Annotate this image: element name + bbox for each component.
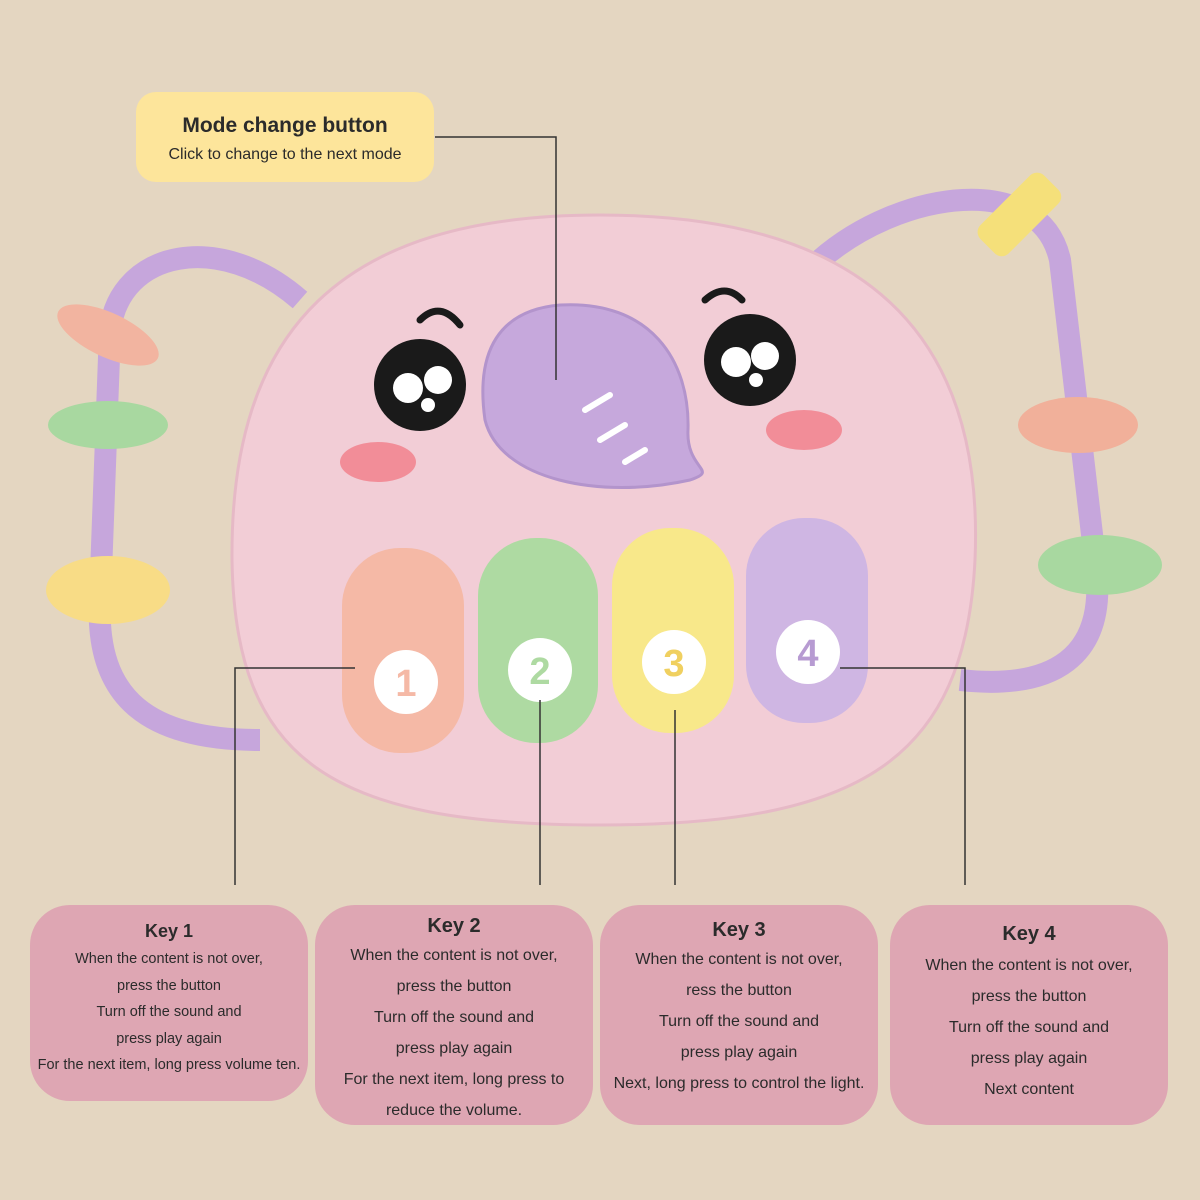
- key-2-description: Key 2 When the content is not over, pres…: [315, 905, 593, 1125]
- key-title: Key 3: [712, 919, 766, 941]
- key-line: ress the button: [686, 982, 792, 999]
- svg-text:2: 2: [529, 651, 550, 693]
- key-button-3[interactable]: 3: [612, 528, 734, 733]
- key-4-description: Key 4 When the content is not over, pres…: [890, 905, 1168, 1125]
- key-line: press the button: [396, 978, 512, 995]
- mode-change-button[interactable]: [481, 303, 704, 489]
- right-cheek: [766, 410, 842, 450]
- key-line: Next content: [984, 1081, 1074, 1098]
- key-line: press play again: [970, 1050, 1088, 1067]
- key-line: For the next item, long press to: [343, 1071, 565, 1088]
- key-line: When the content is not over,: [350, 947, 558, 964]
- key-line: Turn off the sound and: [373, 1009, 535, 1026]
- svg-text:4: 4: [797, 633, 818, 675]
- left-cheek: [340, 442, 416, 482]
- key-line: reduce the volume.: [385, 1102, 523, 1119]
- key-line: When the content is not over,: [635, 951, 843, 968]
- callout-title: Mode change button: [182, 114, 388, 137]
- key-line: press play again: [116, 1030, 222, 1047]
- toy-body: [230, 213, 978, 827]
- bead-left-1: [57, 304, 159, 366]
- key-button-1[interactable]: 1: [342, 548, 464, 753]
- bead-right-3: [1038, 535, 1162, 595]
- key-title: Key 1: [144, 921, 194, 941]
- key-title: Key 4: [1002, 923, 1056, 945]
- key-3-description: Key 3 When the content is not over, ress…: [600, 905, 878, 1125]
- right-handle: [812, 188, 1109, 693]
- bead-left-2: [48, 401, 168, 449]
- bead-left-3: [46, 556, 170, 624]
- key-line: press the button: [117, 977, 221, 994]
- bead-right-2: [1018, 397, 1138, 453]
- svg-text:3: 3: [663, 643, 684, 685]
- key-line: Turn off the sound and: [96, 1004, 242, 1020]
- leader-lines: [234, 136, 966, 885]
- key-button-4[interactable]: 4: [746, 518, 868, 723]
- callout-subtitle: Click to change to the next mode: [168, 146, 402, 163]
- key-line: Next, long press to control the light.: [613, 1075, 865, 1092]
- key-line: press play again: [395, 1040, 513, 1057]
- key-line: When the content is not over,: [925, 957, 1133, 974]
- key-line: When the content is not over,: [75, 951, 263, 967]
- key-1-description: Key 1 When the content is not over, pres…: [30, 905, 308, 1101]
- key-line: Turn off the sound and: [948, 1019, 1110, 1036]
- key-title: Key 2: [427, 915, 481, 937]
- key-line: For the next item, long press volume ten…: [37, 1057, 301, 1073]
- key-button-2[interactable]: 2: [478, 538, 598, 743]
- key-line: press the button: [971, 988, 1087, 1005]
- mode-change-callout: Mode change button Click to change to th…: [136, 92, 434, 182]
- key-line: press play again: [680, 1044, 798, 1061]
- bead-right-1: [977, 172, 1062, 257]
- left-handle: [88, 246, 308, 751]
- svg-text:1: 1: [395, 663, 416, 705]
- key-line: Turn off the sound and: [658, 1013, 820, 1030]
